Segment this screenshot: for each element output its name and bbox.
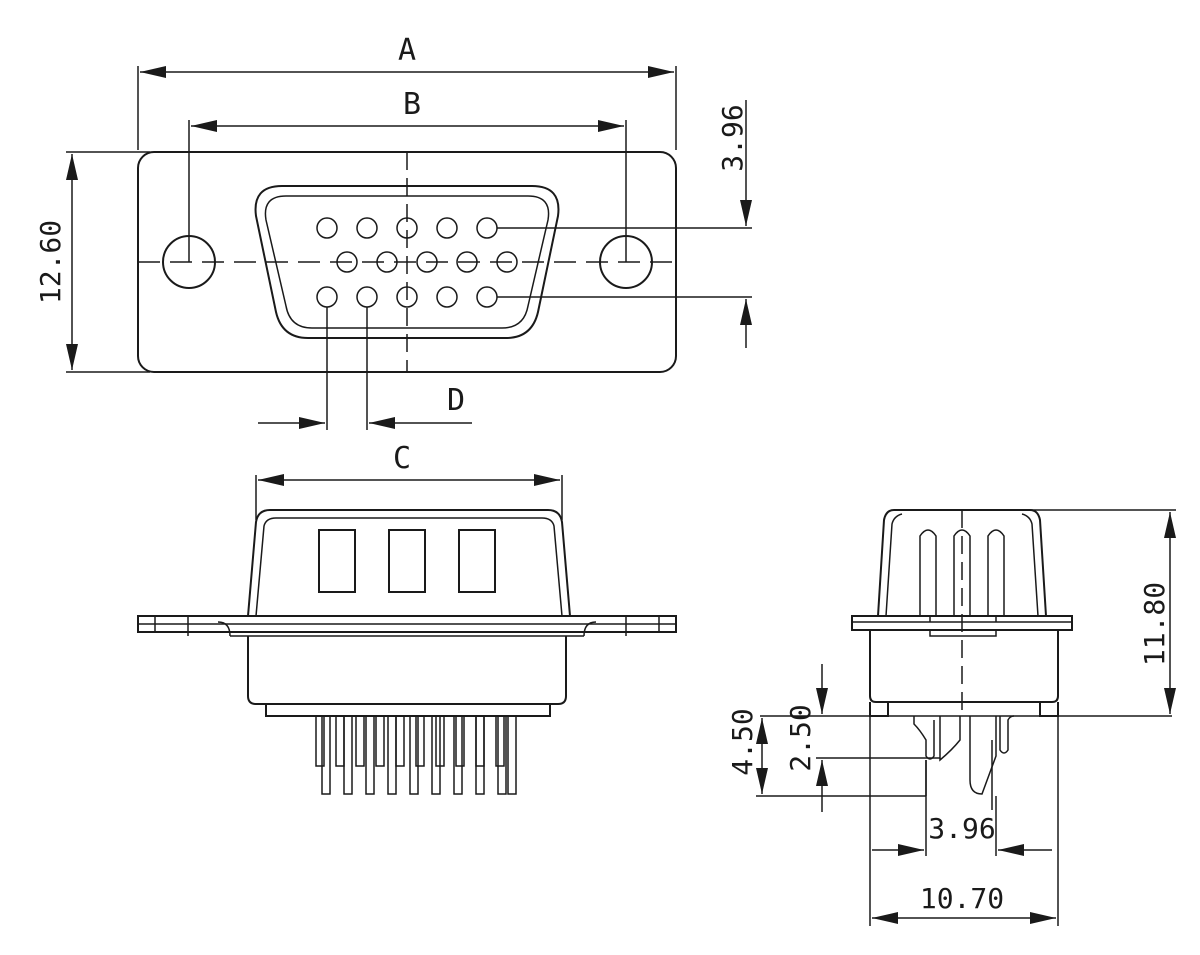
dim-d-label: D [447, 383, 465, 418]
dim-a-arrow-right [648, 66, 674, 78]
side-body-lower [869, 702, 1059, 717]
front-shell-outline [254, 185, 560, 339]
pin-tail [315, 715, 325, 767]
side-shell-left [877, 509, 895, 617]
dim-side-height-value: 11.80 [1138, 582, 1171, 666]
side-shell-right-inner [1021, 513, 1039, 617]
pin-hole [316, 286, 338, 308]
dim-a-label: A [398, 33, 416, 68]
dim-tail-length-value: 4.50 [726, 708, 759, 775]
pin-hole [356, 217, 378, 239]
dim-d-arrow-right [369, 417, 395, 429]
pin-hole [436, 217, 458, 239]
dim-b-arrow-left [191, 120, 217, 132]
pin-hole [376, 251, 398, 273]
contact-slot [919, 529, 937, 616]
insulator-body [247, 636, 567, 705]
dim-c-arrow-left [258, 474, 284, 486]
dim-row-spacing-arrow-right [998, 844, 1024, 856]
pin-tail [387, 715, 397, 795]
pin-tail [497, 715, 507, 795]
insulator-base [265, 703, 551, 717]
pin-hole [476, 217, 498, 239]
dim-height-arrow-top [66, 154, 78, 180]
pin-hole [436, 286, 458, 308]
pin-tails [315, 715, 517, 795]
dim-row-arrow-top [740, 200, 752, 226]
dim-side-width-arrow-right [1030, 912, 1056, 924]
pin-hole [396, 286, 418, 308]
side-view: 11.80 4.50 2.50 3.96 10.70 [726, 509, 1176, 926]
pin-tail [375, 715, 385, 767]
dim-row-arrow-bottom [740, 299, 752, 325]
contact-slot [953, 529, 971, 616]
pin-tail [475, 715, 485, 795]
dim-b-label: B [403, 87, 421, 122]
front-view: A B 12.60 3.96 D [34, 33, 752, 430]
pin-tail [431, 715, 441, 795]
pin-tail [495, 715, 505, 767]
dimple-window [458, 529, 496, 593]
pin-hole [456, 251, 478, 273]
bottom-view: C [137, 441, 677, 795]
dim-d-arrow-left [299, 417, 325, 429]
pin-hole [496, 251, 518, 273]
pin-hole [476, 286, 498, 308]
dim-a-arrow-left [140, 66, 166, 78]
pin-tail [415, 715, 425, 767]
dim-side-height-arrow-top [1164, 512, 1176, 538]
dim-offset-arrow-bottom [816, 760, 828, 786]
dim-b-arrow-right [598, 120, 624, 132]
dim-side-width-value: 10.70 [920, 882, 1004, 915]
pin-tail [321, 715, 331, 795]
side-tail-right [969, 715, 1015, 795]
dim-side-height-arrow-bottom [1164, 688, 1176, 714]
flange-bend-left [154, 616, 231, 637]
pin-tail [395, 715, 405, 767]
dim-side-width-arrow-left [872, 912, 898, 924]
side-body [869, 630, 1059, 703]
pin-hole [416, 251, 438, 273]
pin-tail [507, 715, 517, 795]
bottom-shell-inner [255, 517, 563, 617]
pin-hole [336, 251, 358, 273]
side-flange-step [929, 616, 997, 637]
flange-bend-right [583, 616, 660, 637]
side-tail-bend [939, 716, 961, 762]
pin-hole [316, 217, 338, 239]
dim-tail-arrow-bottom [756, 768, 768, 794]
pin-tail [409, 715, 419, 795]
dim-height-arrow-bottom [66, 344, 78, 370]
pin-tail [455, 715, 465, 767]
dim-c-arrow-right [534, 474, 560, 486]
side-tail-left [913, 716, 935, 760]
dim-height-value: 12.60 [34, 220, 67, 304]
pin-hole [356, 286, 378, 308]
dim-offset-arrow-top [816, 688, 828, 714]
side-tail-lower [925, 740, 993, 810]
front-shell-inner [264, 195, 550, 329]
pin-tail [335, 715, 345, 767]
dim-row-spacing-arrow-left [898, 844, 924, 856]
side-shell-left-inner [885, 513, 903, 617]
bottom-shell-outer [247, 509, 571, 617]
dimple-window [318, 529, 356, 593]
pin-tail [453, 715, 463, 795]
pin-tail [365, 715, 375, 795]
dim-row-offset-value: 3.96 [716, 104, 749, 171]
pin-tail [355, 715, 365, 767]
pin-hole [396, 217, 418, 239]
pin-tail [475, 715, 485, 767]
dim-tail-arrow-top [756, 718, 768, 744]
contact-slot [987, 529, 1005, 616]
dim-row-spacing-value: 3.96 [928, 812, 995, 845]
dim-c-label: C [393, 441, 411, 476]
dimple-window [388, 529, 426, 593]
pin-tail [343, 715, 353, 795]
dim-tail-offset-value: 2.50 [784, 704, 817, 771]
